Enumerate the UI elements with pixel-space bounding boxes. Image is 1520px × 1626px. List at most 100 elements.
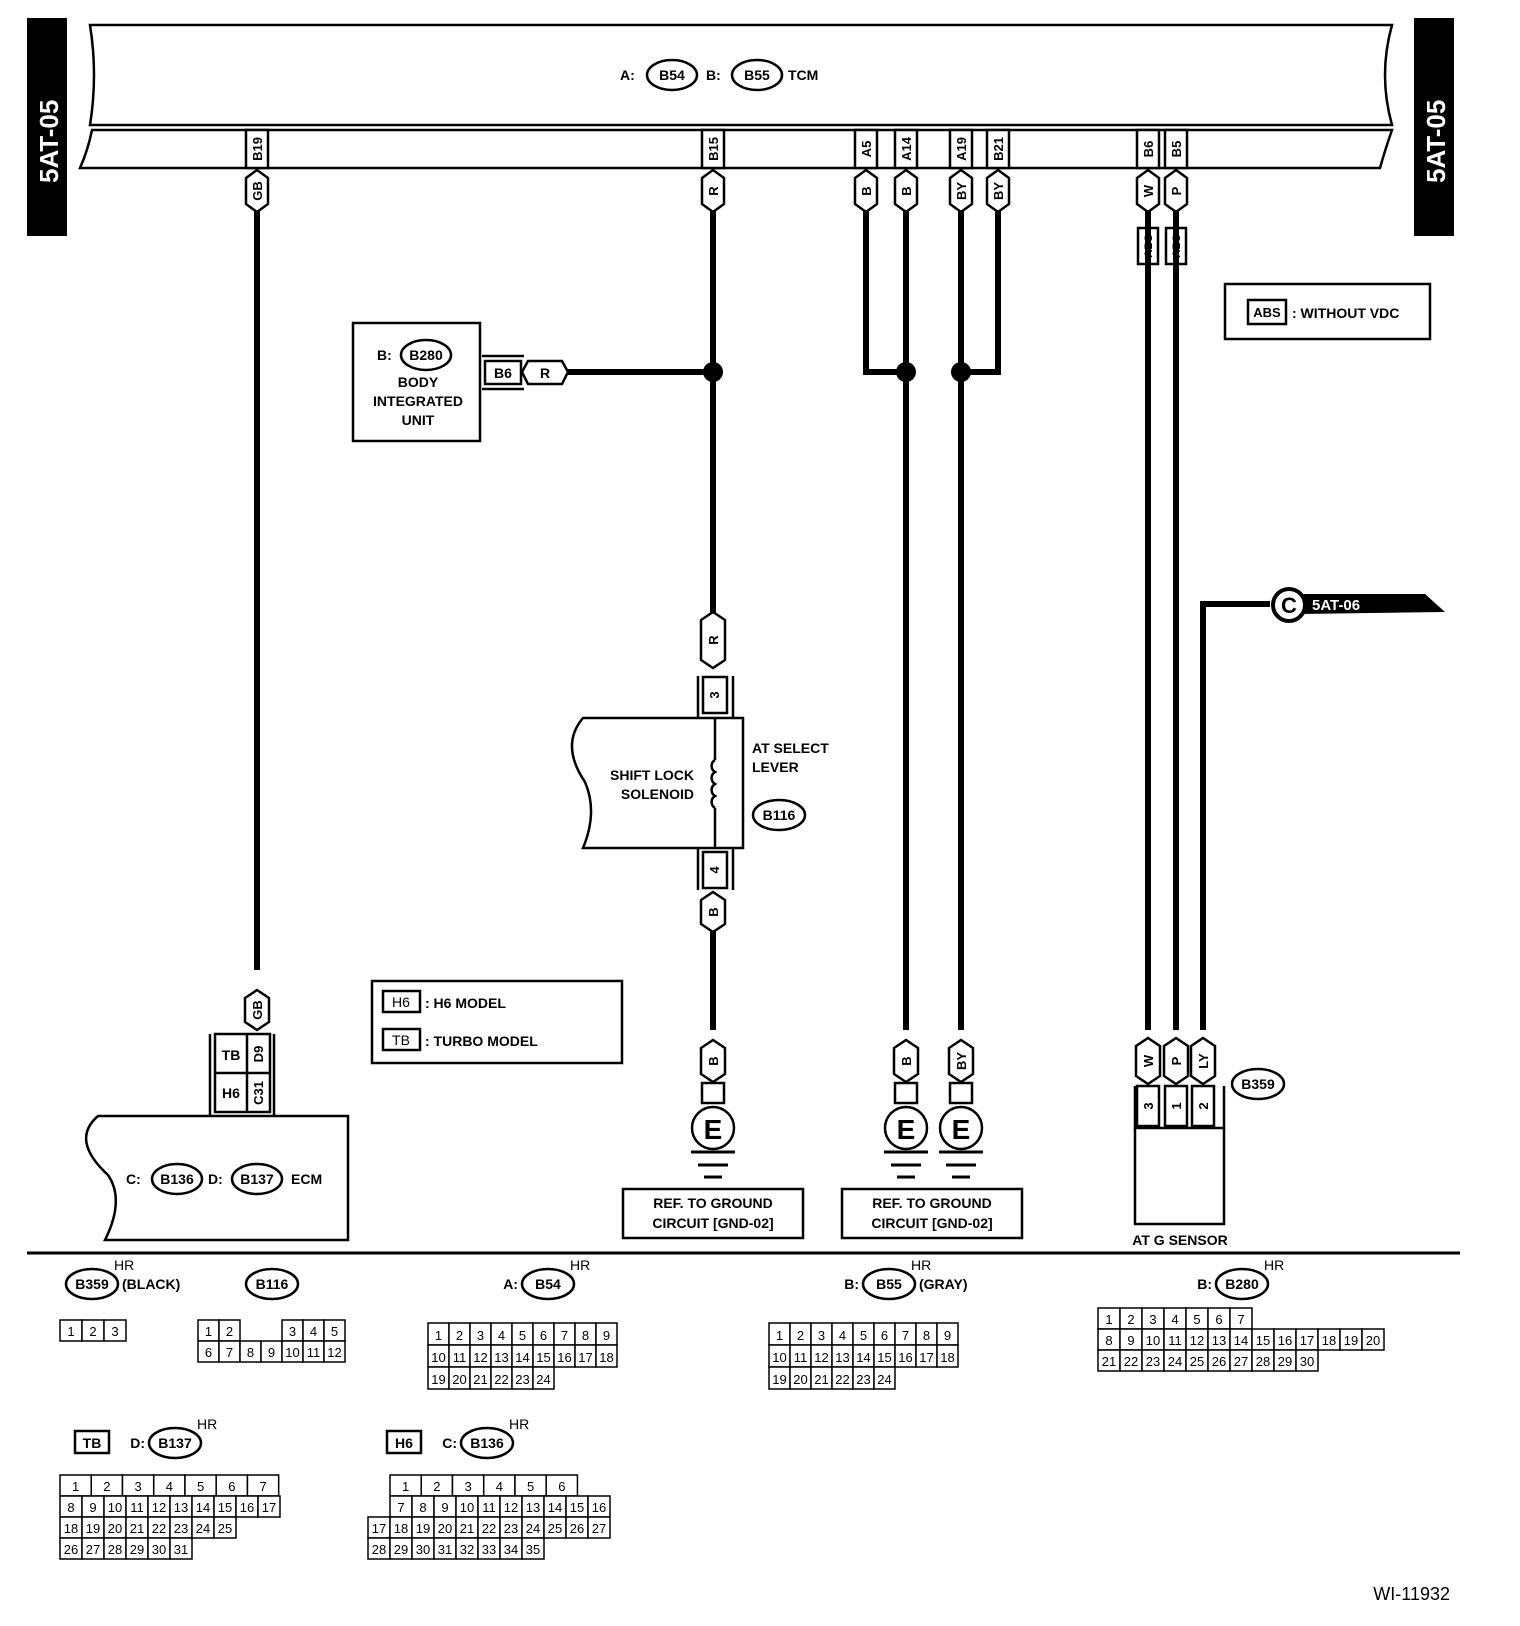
pin-number: 18 [64, 1521, 78, 1536]
pin-cell [323, 1340, 346, 1363]
connector-view-tag: H6 [395, 1435, 413, 1451]
g-sensor-wire-label: LY [1196, 1053, 1211, 1069]
pin-cell [1295, 1349, 1319, 1372]
tcm-pin-label: B19 [250, 137, 265, 161]
connector-view-prefix: B: [844, 1276, 859, 1292]
body-unit-prefix: B: [377, 347, 392, 363]
legend-h6-tag: H6 [392, 994, 410, 1010]
tcm-pin-label: A19 [954, 137, 969, 161]
pin-number: 12 [327, 1345, 341, 1360]
splice-r [703, 362, 723, 382]
pin-number: 25 [1190, 1354, 1204, 1369]
pin-number: 1 [67, 1324, 74, 1339]
tcm-pin-label: A5 [859, 141, 874, 158]
splice-by [951, 362, 971, 382]
connector-view-id: B55 [876, 1276, 902, 1292]
ground-ref-1[interactable]: REF. TO GROUND CIRCUIT [GND-02] [621, 1187, 805, 1240]
pin-number: 27 [592, 1521, 606, 1536]
pin-number: 11 [794, 1350, 808, 1365]
pin-number: 23 [1146, 1354, 1160, 1369]
tcm-pin-a5[interactable]: A5B [853, 128, 879, 214]
pin-number: 16 [898, 1350, 912, 1365]
body-unit-line1: BODY [398, 374, 439, 390]
page-ref-left[interactable]: 5AT-05 [27, 18, 67, 236]
tcm-wire-label: BY [954, 182, 969, 200]
pin-number: 15 [877, 1350, 891, 1365]
abs-legend-text: : WITHOUT VDC [1292, 305, 1399, 321]
pin-cell [213, 1516, 237, 1539]
pin-number: 2 [89, 1324, 96, 1339]
ecm-connector-c-id[interactable]: B136 [160, 1171, 194, 1187]
pin-number: 5 [1193, 1312, 1200, 1327]
body-unit-line3: UNIT [402, 412, 435, 428]
pin-number: 21 [130, 1521, 144, 1536]
ground-icon [690, 1105, 736, 1151]
pin-number: 22 [494, 1372, 508, 1387]
g-sensor-pin-2[interactable]: LY 2 [1189, 1036, 1217, 1128]
pin-number: 20 [793, 1372, 807, 1387]
ground-1: BE [690, 1038, 736, 1179]
tcm-pin-label: B21 [991, 137, 1006, 161]
pin-number: 10 [460, 1500, 474, 1515]
ecm-connector-d-id[interactable]: B137 [240, 1171, 274, 1187]
wire-b-a5[interactable] [863, 210, 906, 375]
wire-ly[interactable] [1200, 601, 1270, 1030]
pin-number: 12 [504, 1500, 518, 1515]
pin-number: 20 [108, 1521, 122, 1536]
pin-number: 10 [772, 1350, 786, 1365]
g-sensor-pin-label: 2 [1196, 1102, 1211, 1109]
pin-number: 2 [1127, 1312, 1134, 1327]
pin-number: 2 [226, 1324, 233, 1339]
pin-number: 26 [64, 1542, 78, 1557]
ground-symbol: E [897, 1114, 916, 1145]
connector-view-prefix: C: [442, 1435, 457, 1451]
g-sensor-connector-id[interactable]: B359 [1241, 1076, 1275, 1092]
pin-number: 8 [247, 1345, 254, 1360]
pin-number: 29 [130, 1542, 144, 1557]
body-integrated-unit: B: B280 BODY INTEGRATED UNIT B6 R [351, 321, 570, 443]
pin-number: 28 [108, 1542, 122, 1557]
connector-view-id: B54 [535, 1276, 561, 1292]
tcm-pin-label: B5 [1169, 141, 1184, 158]
pin-number: 15 [218, 1500, 232, 1515]
pin-number: 8 [1105, 1333, 1112, 1348]
pin-number: 29 [394, 1542, 408, 1557]
pin-number: 23 [856, 1372, 870, 1387]
ground-ref-2[interactable]: REF. TO GROUND CIRCUIT [GND-02] [840, 1187, 1024, 1240]
pin-number: 11 [482, 1500, 496, 1515]
g-sensor-label: AT G SENSOR [1132, 1232, 1227, 1248]
at-select-lever: R 3 SHIFT LOCK SOLENOID AT SELECT LEVER … [570, 610, 829, 934]
pin-number: 19 [86, 1521, 100, 1536]
connector-view-sup: HR [114, 1257, 134, 1273]
tcm-connector-a-id[interactable]: B54 [659, 67, 685, 83]
offpage-connector[interactable]: C 5AT-06 [1271, 587, 1445, 623]
connector-view-id: B136 [470, 1435, 504, 1451]
pin-number: 4 [166, 1479, 173, 1494]
pin-number: 30 [1300, 1354, 1314, 1369]
pin-number: 27 [86, 1542, 100, 1557]
select-lever-connector-id[interactable]: B116 [763, 807, 796, 823]
ground-ref-2-line1: REF. TO GROUND [872, 1195, 992, 1211]
pin-cell [1361, 1328, 1385, 1351]
body-unit-connector-id[interactable]: B280 [409, 347, 443, 363]
tcm-connector-b-id[interactable]: B55 [744, 67, 770, 83]
pin-number: 16 [240, 1500, 254, 1515]
connector-view-id: B280 [1225, 1276, 1259, 1292]
g-sensor-pin-3[interactable]: W3 [1134, 1036, 1162, 1128]
pin-number: 15 [570, 1500, 584, 1515]
g-sensor-pin-1[interactable]: P1 [1162, 1036, 1190, 1128]
page-ref-right[interactable]: 5AT-05 [1414, 18, 1454, 236]
wire-by-b21[interactable] [961, 210, 1001, 375]
